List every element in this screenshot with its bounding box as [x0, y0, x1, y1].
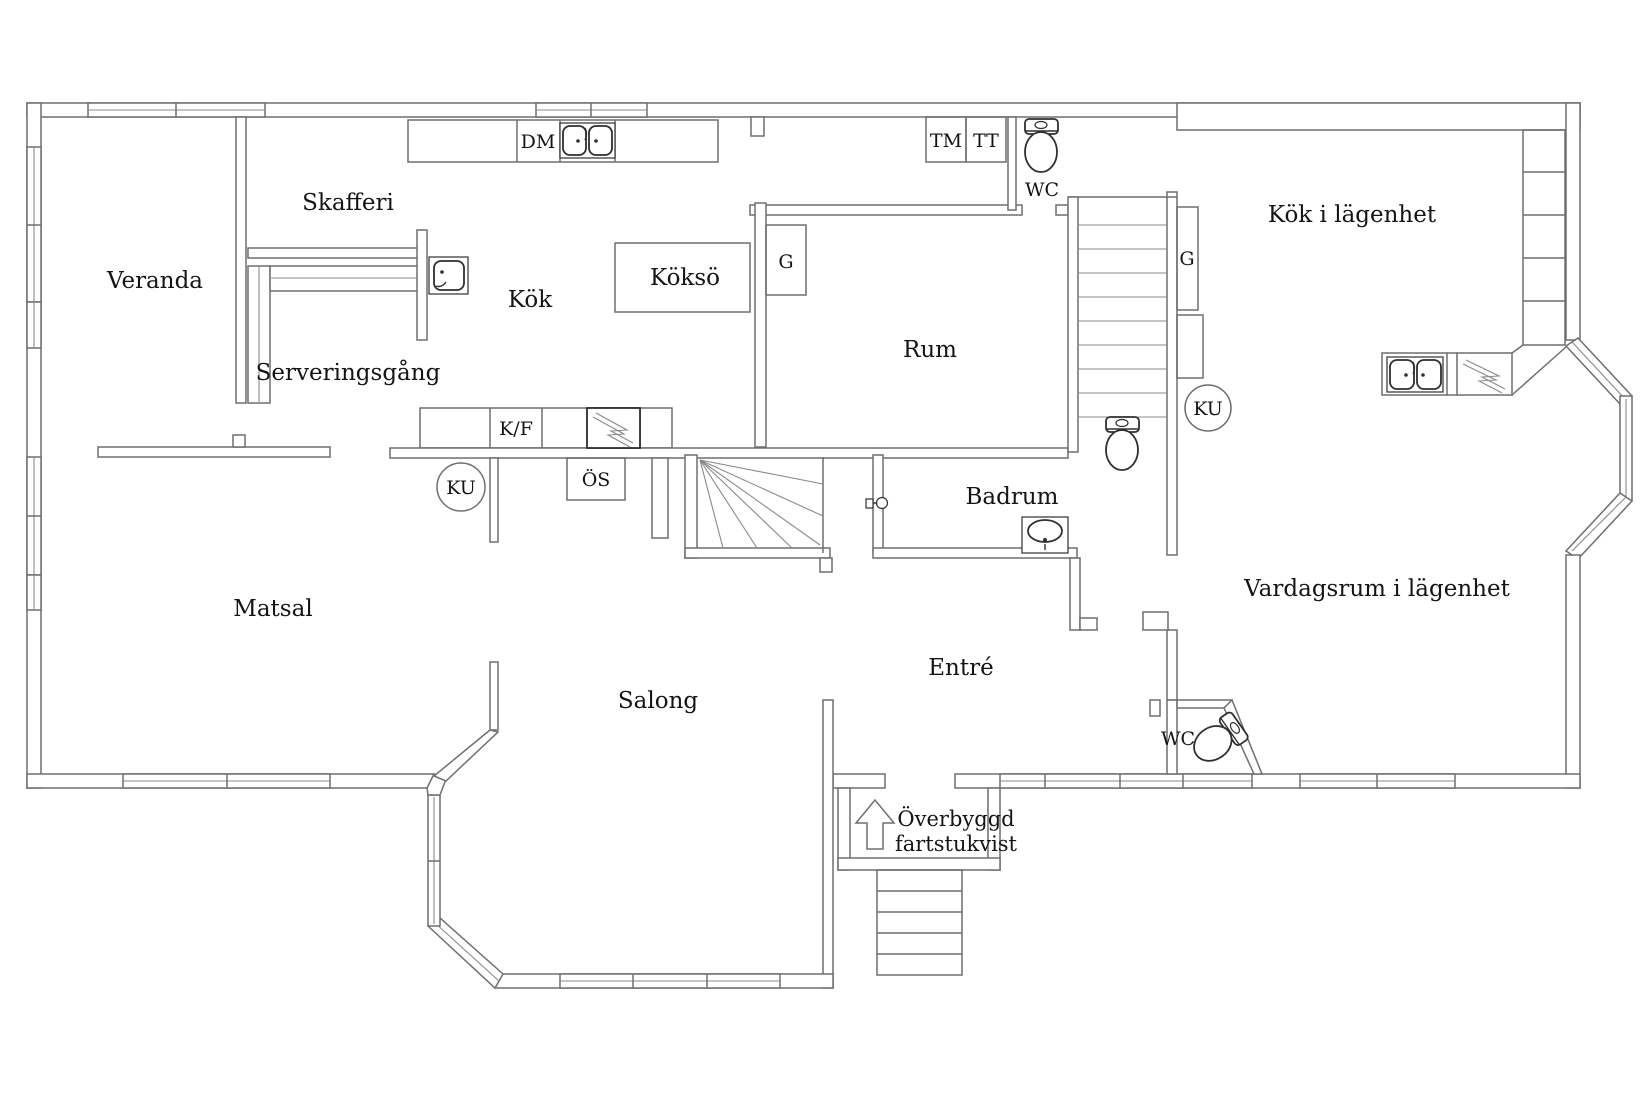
porch-steps	[876, 869, 963, 976]
porch	[837, 787, 1001, 976]
long-wall-lower	[1166, 699, 1178, 775]
laundry-bottom-wall	[749, 204, 1023, 216]
label-tm: TM	[930, 130, 962, 152]
g-closet-right	[1176, 206, 1199, 311]
label-tt: TT	[973, 130, 999, 152]
right-wall-bottom	[1565, 554, 1581, 789]
room-label-matsal: Matsal	[233, 596, 312, 622]
window-top-1	[87, 102, 266, 118]
chimney-stub-left	[489, 457, 499, 543]
windows	[26, 102, 1456, 989]
top-wall-stub	[750, 116, 765, 137]
label-wc-top: WC	[1025, 179, 1059, 201]
matsal-top-wall	[97, 446, 331, 458]
kokso-island	[614, 242, 751, 313]
kok-sink-wall	[416, 229, 428, 341]
window-bottom-left	[122, 773, 331, 789]
matsal-salong-divider	[432, 661, 500, 782]
interior-walls	[97, 116, 1567, 782]
room-label-kok-i-lagenhet: Kök i lägenhet	[1268, 202, 1437, 228]
stair-left-wall	[1067, 196, 1079, 453]
long-wall-upper	[1166, 191, 1178, 556]
label-kf: K/F	[499, 418, 533, 440]
room-label-entre: Entré	[928, 655, 993, 681]
entre-wall-stub-b	[1142, 611, 1169, 631]
window-left-4	[26, 574, 42, 611]
room-label-rum: Rum	[903, 337, 957, 363]
winder-staircase	[684, 454, 833, 573]
fixtures	[428, 118, 1506, 762]
salong-sw-diagonal	[426, 917, 504, 990]
top-wall-apartment	[1176, 102, 1581, 131]
matsal-wall-bump	[232, 434, 246, 448]
badrum-door-jamb	[1069, 557, 1081, 631]
shower-head-icon	[865, 496, 889, 510]
window-salong-bottom	[559, 973, 781, 989]
entre-wall-stub-a	[1079, 617, 1098, 631]
toilet-icon-under-stairs	[1105, 416, 1140, 471]
window-left-3	[26, 456, 42, 576]
main-staircase	[1067, 196, 1177, 453]
window-left-1	[26, 146, 42, 303]
room-label-skafferi: Skafferi	[302, 190, 394, 216]
apartment-kitchen-counter	[1381, 344, 1567, 396]
room-label-salong: Salong	[618, 688, 698, 714]
label-wc-bottom: WC	[1161, 728, 1195, 750]
toilet-icon-wc-bottom	[1193, 711, 1249, 762]
room-label-vardagsrum: Vardagsrum i lägenhet	[1243, 576, 1510, 602]
stove-icon-apartment-kitchen	[1462, 359, 1506, 394]
porch-bottom-wall	[837, 857, 1001, 871]
label-dm: DM	[521, 131, 556, 153]
kok-salong-wall	[389, 447, 1069, 459]
veranda-right-wall	[235, 116, 247, 404]
toilet-icon-wc-top	[1024, 118, 1059, 173]
porch-label-line1: Överbyggd	[897, 806, 1014, 831]
badrum-bottom-wall	[872, 547, 1078, 559]
rum-left-wall	[754, 202, 767, 448]
window-top-2	[535, 102, 648, 118]
room-label-serveringsgang: Serveringsgång	[256, 359, 441, 386]
serveringsgang-partition	[247, 265, 421, 404]
os-fireplace-box	[566, 457, 626, 501]
salong-right-wall	[822, 699, 834, 989]
apartment-kitchen-cabinets	[1522, 129, 1566, 346]
salong-extension-walls	[426, 699, 834, 990]
room-label-kokso: Köksö	[650, 265, 720, 291]
porch-label-line2: fartstukvist	[895, 832, 1018, 856]
label-ku-right: KU	[1193, 398, 1223, 420]
long-wall-mid	[1166, 629, 1178, 701]
window-left-2	[26, 301, 42, 349]
closet-right-2	[1176, 314, 1204, 379]
right-wall-top	[1565, 102, 1581, 341]
window-bottom-vardagsrum	[1299, 773, 1456, 789]
bathroom-basin-icon	[1021, 516, 1069, 554]
wc-top-left-wall	[1007, 116, 1017, 211]
room-label-kok: Kök	[508, 287, 553, 313]
tt-box	[965, 116, 1007, 163]
single-sink-icon-kok	[428, 256, 469, 295]
label-g-left: G	[778, 251, 793, 273]
wc-top-door-jamb	[1055, 204, 1069, 216]
room-label-badrum: Badrum	[966, 484, 1059, 510]
double-sink-icon-top-counter	[559, 122, 616, 159]
exterior-walls	[26, 102, 1634, 990]
label-os: ÖS	[582, 468, 611, 491]
stove-icon-kok	[586, 407, 641, 449]
double-sink-icon-apartment-kitchen	[1386, 356, 1444, 393]
bottom-wall-center-a	[832, 773, 886, 789]
ku-circle-left	[436, 462, 486, 512]
window-bottom-entre	[999, 773, 1253, 789]
room-label-veranda: Veranda	[106, 268, 203, 294]
right-bay-window	[1564, 337, 1634, 560]
chimney-stub-right	[651, 457, 669, 539]
label-g-right: G	[1179, 248, 1194, 270]
labels: Veranda Skafferi Kök Serveringsgång Köks…	[106, 130, 1511, 856]
skafferi-bottom-wall	[247, 247, 426, 259]
ku-circle-right	[1184, 384, 1232, 432]
entrance-arrow-up-icon	[854, 798, 896, 850]
g-closet-left	[765, 224, 807, 296]
label-ku-left: KU	[446, 477, 476, 499]
